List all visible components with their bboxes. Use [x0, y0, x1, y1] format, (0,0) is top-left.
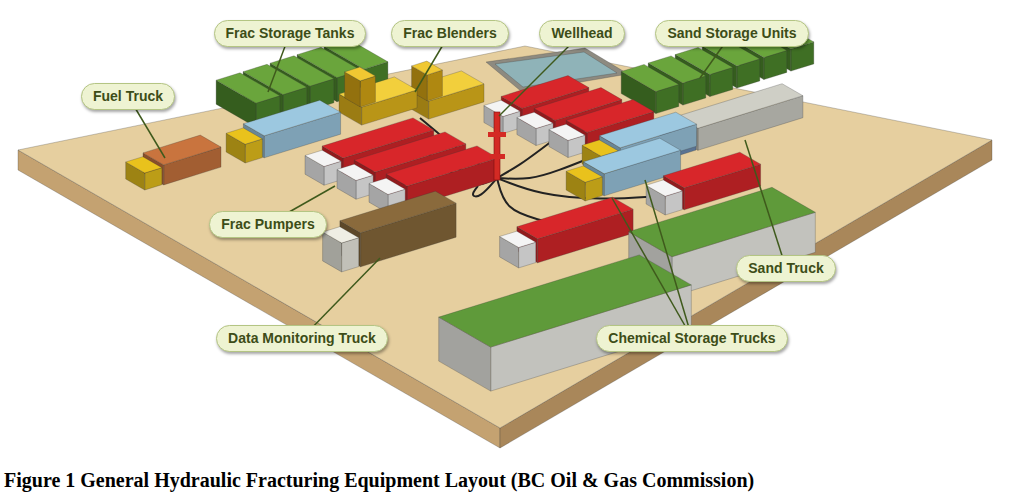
callout-label: Frac Pumpers	[209, 211, 326, 238]
truck-cab	[646, 180, 682, 215]
truck-cab	[126, 157, 162, 190]
truck-cab	[517, 112, 553, 145]
leader-line	[645, 180, 692, 338]
equipment	[126, 22, 816, 391]
truck-cab	[566, 166, 602, 201]
truck-cab-top	[500, 231, 536, 247]
callout-label: Wellhead	[539, 20, 624, 47]
wellhead-valve	[488, 132, 506, 137]
blender-hopper	[345, 67, 376, 107]
truck-cab-top	[517, 112, 553, 128]
truck-cab-top	[549, 124, 585, 140]
truck-cab	[500, 231, 536, 268]
label-text: Sand Truck	[748, 260, 823, 277]
office-trailer	[439, 255, 692, 391]
truck-cab-top	[323, 227, 359, 243]
label-text: Fuel Truck	[93, 88, 163, 105]
truck-cab-top	[126, 157, 162, 173]
leader-line	[745, 140, 786, 268]
truck-cab	[323, 227, 359, 272]
data-truck	[323, 191, 457, 272]
truck-cab-top	[566, 166, 602, 182]
callout-label: Data Monitoring Truck	[216, 325, 388, 352]
truck-cab	[337, 164, 373, 199]
callout-label: Sand Storage Units	[655, 20, 808, 47]
truck-body-top	[243, 100, 340, 136]
label-text: Wellhead	[551, 25, 612, 42]
truck-cab-top	[369, 178, 405, 194]
label-text: Frac Pumpers	[221, 216, 314, 233]
label-text: Frac Storage Tanks	[226, 25, 355, 42]
truck-cab-top	[305, 150, 341, 166]
callout-label: Chemical Storage Trucks	[596, 325, 787, 352]
truck-cab	[305, 150, 341, 185]
label-text: Sand Storage Units	[667, 25, 796, 42]
ground-slab	[18, 46, 992, 448]
truck-cab-top	[337, 164, 373, 180]
wellhead-symbol	[488, 112, 506, 180]
label-text: Chemical Storage Trucks	[608, 330, 775, 347]
callout-label: Frac Blenders	[391, 20, 508, 47]
truck-cab-side	[342, 238, 359, 272]
wellhead-pipe	[494, 112, 500, 180]
blender-hopper-top	[345, 67, 376, 81]
sand-storage-unit-top	[621, 64, 679, 91]
leader-line	[612, 198, 692, 338]
truck-cab-top	[226, 128, 262, 144]
fuel-truck	[126, 135, 221, 190]
callout-label: Fuel Truck	[81, 83, 175, 110]
truck-cab	[226, 128, 262, 163]
slab-top	[18, 46, 992, 428]
label-text: Data Monitoring Truck	[228, 330, 376, 347]
truck-body-top	[663, 152, 760, 188]
callout-label: Frac Storage Tanks	[214, 20, 367, 47]
frac-tank-top	[216, 73, 280, 103]
truck-cab	[549, 124, 585, 157]
leader-lines	[128, 33, 786, 338]
truck-cab	[484, 100, 520, 133]
figure-caption: Figure 1 General Hydraulic Fracturing Eq…	[4, 469, 754, 492]
truck-body-top	[386, 146, 498, 186]
truck-body-top	[340, 191, 456, 233]
blender-hopper-side	[427, 70, 442, 101]
blender-hopper-side	[360, 76, 375, 107]
wellhead-valve	[489, 154, 505, 159]
frac-pumper	[500, 197, 633, 268]
truck-body-top	[677, 84, 803, 129]
office-trailer-top	[629, 187, 816, 256]
truck-body-top	[583, 138, 680, 174]
callout-label: Sand Truck	[736, 255, 835, 282]
label-text: Frac Blenders	[403, 25, 496, 42]
truck-cab-top	[646, 180, 682, 196]
